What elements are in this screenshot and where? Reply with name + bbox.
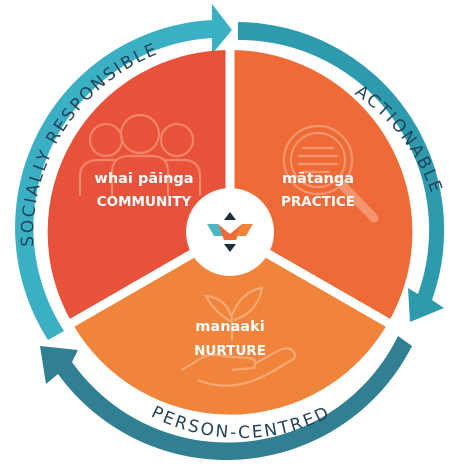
practice-english-label: PRACTICE xyxy=(281,194,355,210)
nurture-maori-label: manaaki xyxy=(195,319,264,335)
community-english-label: COMMUNITY xyxy=(97,194,192,210)
ring-arrow-person-centred xyxy=(40,336,412,460)
nurture-english-label: NURTURE xyxy=(194,343,266,359)
ring-arrow-actionable xyxy=(238,22,445,322)
ring-arrow-socially-responsible xyxy=(15,4,232,340)
magnifier-icon xyxy=(282,124,379,223)
center-hub xyxy=(186,188,274,276)
practice-maori-label: mātanga xyxy=(282,171,354,187)
community-maori-label: whai pāinga xyxy=(94,171,193,187)
outer-ring xyxy=(15,4,445,460)
bird-logo-icon xyxy=(207,212,253,252)
hand-plant-icon xyxy=(181,286,297,387)
people-icon xyxy=(78,113,202,196)
